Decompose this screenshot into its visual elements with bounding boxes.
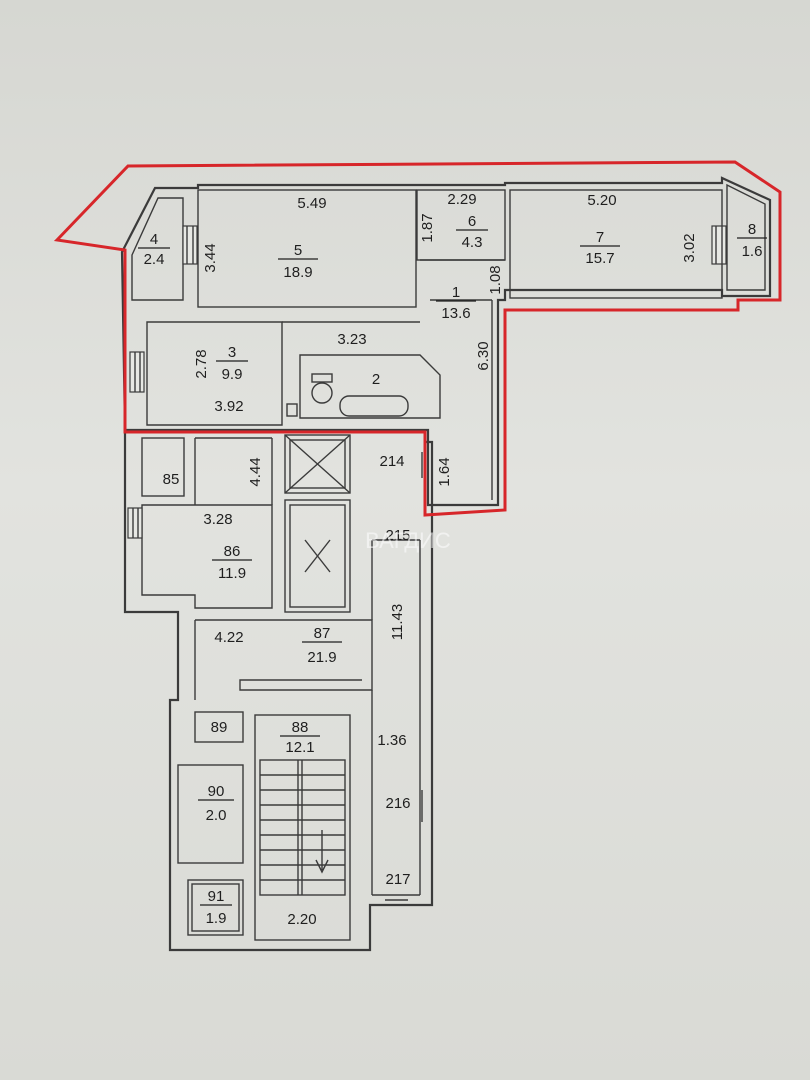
room-number-8: 8	[748, 221, 756, 238]
room-area-8: 1.6	[742, 243, 763, 260]
opening-216: 216	[385, 795, 410, 812]
opening-214: 214	[379, 453, 404, 470]
room-area-87: 21.9	[307, 649, 336, 666]
room-number-90: 90	[208, 783, 225, 800]
common-area-walls	[123, 430, 434, 952]
room-number-91: 91	[208, 888, 225, 905]
dimension-4-44: 4.44	[247, 457, 264, 486]
room-number-5: 5	[294, 242, 302, 259]
room-number-1: 1	[452, 284, 460, 301]
dimension-11-43: 11.43	[389, 604, 406, 640]
room-area-86: 11.9	[218, 565, 246, 582]
dimension-1-87: 1.87	[419, 213, 436, 242]
apartment-walls	[120, 176, 772, 507]
dimension-4-22: 4.22	[214, 629, 243, 646]
dimension-2-29: 2.29	[447, 191, 476, 208]
room-area-90: 2.0	[206, 807, 227, 824]
opening-labels: 214 215 216 217	[379, 452, 423, 901]
room-area-3: 9.9	[222, 366, 243, 383]
dimension-1-08: 1.08	[487, 265, 504, 294]
room-area-88: 12.1	[285, 739, 314, 756]
room-number-2: 2	[372, 371, 380, 388]
room-area-6: 4.3	[462, 234, 483, 251]
dimension-1-36: 1.36	[377, 732, 406, 749]
dimension-2-78: 2.78	[193, 349, 210, 378]
room-labels: 4 2.4 5 18.9 6 4.3 7 15.7 8 1.6 1 13.6 3…	[138, 213, 767, 927]
room-area-4: 2.4	[144, 251, 165, 268]
room-number-4: 4	[150, 231, 158, 248]
dimension-3-92: 3.92	[214, 398, 243, 415]
dimension-6-30: 6.30	[475, 341, 492, 370]
dimension-3-28: 3.28	[203, 511, 232, 528]
room-area-5: 18.9	[283, 264, 312, 281]
room-number-89: 89	[211, 719, 228, 736]
opening-215: 215	[385, 527, 410, 544]
stair-treads	[260, 774, 345, 881]
room-area-7: 15.7	[585, 250, 614, 267]
room-number-88: 88	[292, 719, 309, 736]
dimension-labels: 5.49 3.44 2.29 1.87 1.08 5.20 3.02 3.23 …	[193, 191, 698, 928]
watermark: ВАГДИС	[365, 528, 451, 553]
dimension-3-44: 3.44	[202, 243, 219, 272]
room-area-1: 13.6	[441, 305, 470, 322]
dimension-5-20: 5.20	[587, 192, 616, 209]
room-number-86: 86	[224, 543, 241, 560]
room-number-3: 3	[228, 344, 236, 361]
opening-217: 217	[385, 871, 410, 888]
apartment-windows	[129, 225, 727, 393]
dimension-3-23: 3.23	[337, 331, 366, 348]
common-windows	[127, 507, 143, 539]
dimension-3-02: 3.02	[681, 233, 698, 262]
apartment-highlight-outline	[53, 160, 782, 517]
room-number-87: 87	[314, 625, 331, 642]
room-number-7: 7	[596, 229, 604, 246]
room-area-91: 1.9	[206, 910, 227, 927]
dimension-5-49: 5.49	[297, 195, 326, 212]
room-number-6: 6	[468, 213, 476, 230]
dimension-2-20: 2.20	[287, 911, 316, 928]
room-number-85: 85	[163, 471, 180, 488]
dimension-1-64: 1.64	[436, 457, 453, 486]
